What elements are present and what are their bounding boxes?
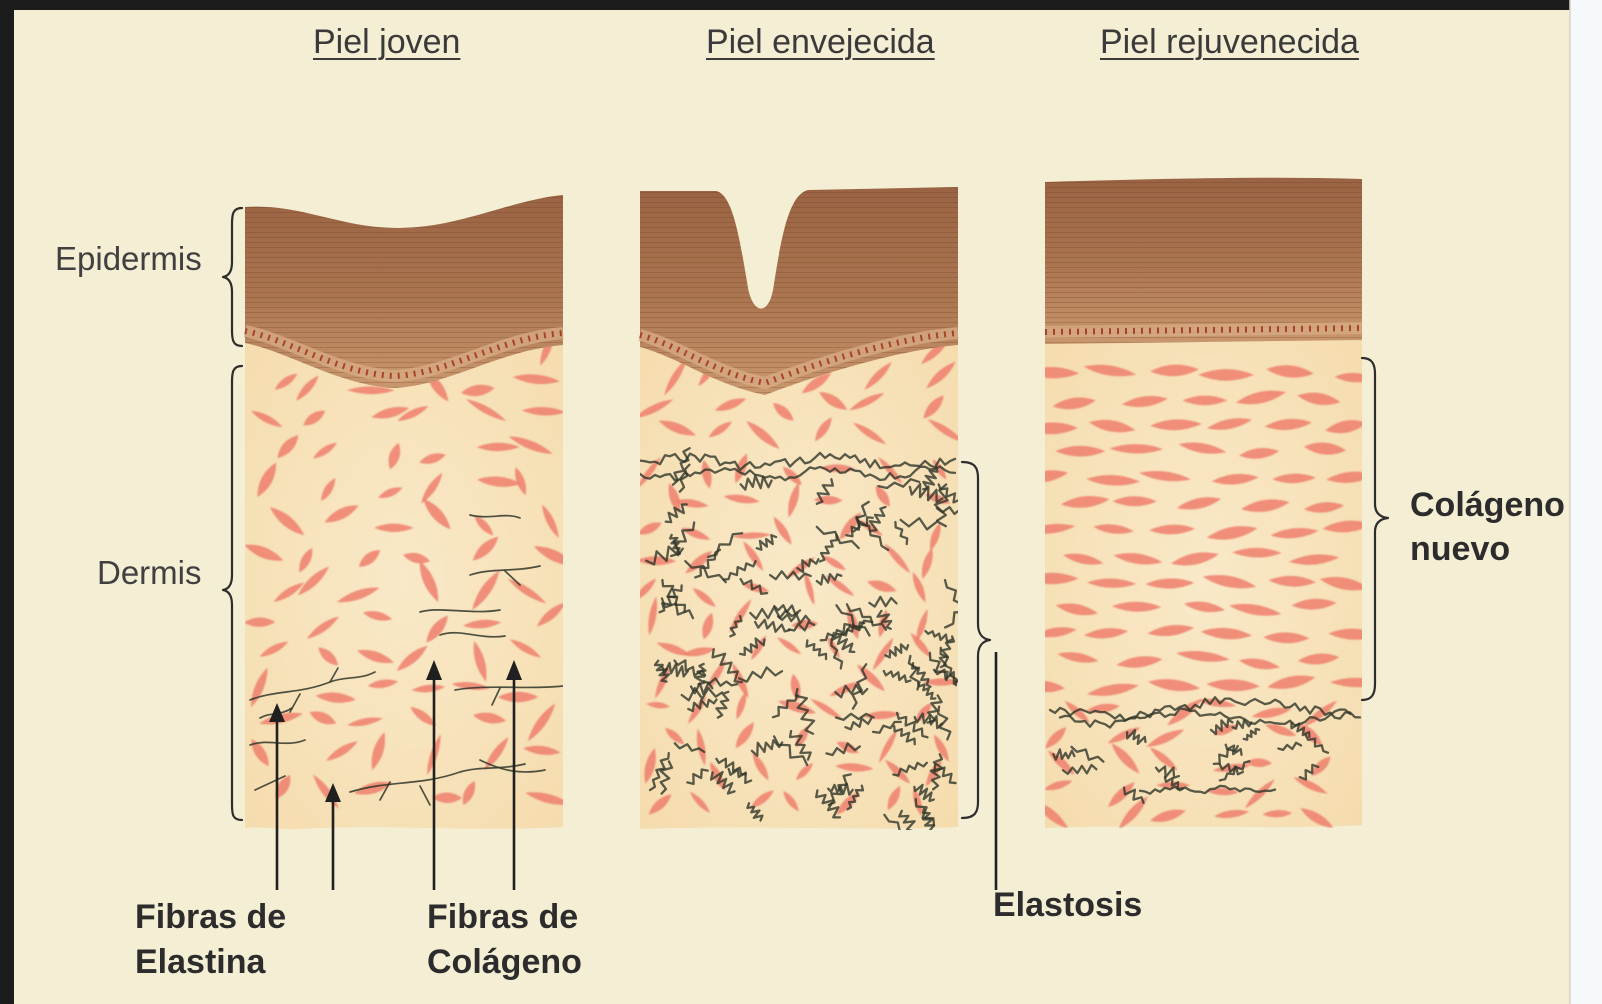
title-aged-skin: Piel envejecida [706, 25, 935, 59]
elastin-fibers-label-line2: Elastina [135, 945, 265, 979]
young-skin-panel [242, 195, 578, 829]
epidermis-label: Epidermis [55, 242, 202, 275]
title-young-skin: Piel joven [313, 25, 460, 59]
title-rejuvenated-skin: Piel rejuvenecida [1100, 25, 1359, 59]
left-frame-edge [0, 0, 14, 1004]
collagen-fibers-label-line1: Fibras de [427, 900, 578, 934]
elastin-fibers-label-line1: Fibras de [135, 900, 286, 934]
rejuvenated-basal-layer [1045, 328, 1362, 332]
elastosis-label: Elastosis [993, 888, 1142, 922]
dermis-label: Dermis [97, 556, 202, 589]
new-collagen-label-line2: nuevo [1410, 532, 1510, 566]
collagen-fibers-label-line2: Colágeno [427, 945, 582, 979]
new-collagen-label-line1: Colágeno [1410, 488, 1565, 522]
aged-skin-panel [632, 187, 979, 841]
rejuvenated-skin-panel [1022, 178, 1381, 833]
top-frame-edge [0, 0, 1570, 10]
rejuvenated-epidermis-striations [1045, 178, 1362, 344]
